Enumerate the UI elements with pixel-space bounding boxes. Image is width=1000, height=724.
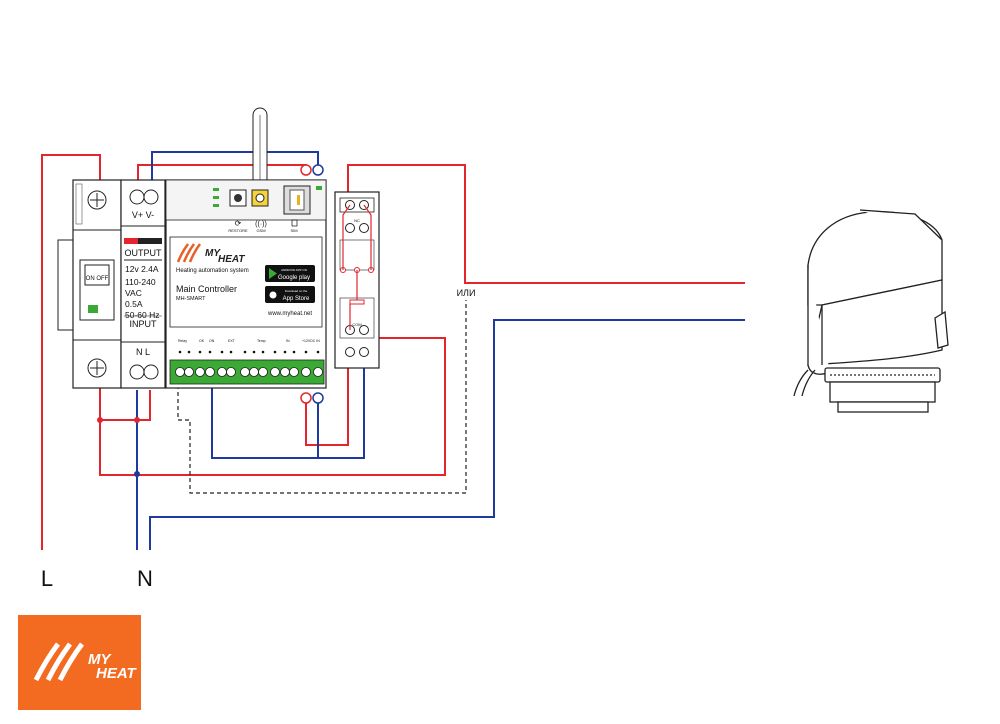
controller-subtitle: Heating automation system (176, 268, 249, 274)
term-temp: Temp (257, 339, 266, 343)
gsm-icon: ((·)) (255, 221, 267, 228)
psu-vminus-wire (151, 151, 319, 190)
terminal-screws (175, 367, 323, 377)
l-label: L (41, 566, 53, 591)
controller-website: www.myheat.net (267, 311, 312, 317)
psu-vplus-vminus: V+ V- (132, 210, 154, 220)
controller-title: Main Controller (176, 284, 237, 294)
breaker-switch-label: ON OFF (86, 276, 109, 282)
psu-spec-0: 12v 2.4A (125, 264, 159, 274)
term-ext: EXT (228, 339, 236, 343)
brand-logo: MY HEAT (176, 243, 245, 265)
app-store-badge[interactable]: Download on the App Store (265, 286, 315, 303)
term-12vdc: +12VDC IN (302, 339, 320, 343)
n-branch-wire (149, 319, 745, 550)
logo-text-top: MY (88, 651, 112, 668)
wires (41, 151, 745, 550)
psu-nl-label: N L (136, 347, 150, 357)
relay-module: NC COM (334, 191, 380, 369)
thermal-actuator (793, 209, 949, 413)
term-ok: OK (199, 339, 205, 343)
google-play-text: Google play (278, 275, 310, 281)
sim-label: SIM (290, 228, 297, 233)
gsm-label: GSM (256, 228, 265, 233)
myheat-logo: MY HEAT (18, 615, 141, 710)
relay-out-wire (347, 164, 745, 284)
apple-icon (269, 291, 277, 299)
relay-com-label: COM (352, 322, 361, 327)
relay-nc-label: NC (354, 218, 360, 223)
power-supply: V+ V- OUTPUT 12v 2.4A 110-240 VAC 0.5A 5… (120, 179, 166, 389)
app-store-text: App Store (283, 296, 310, 302)
psu-spec-1: 110-240 (125, 277, 156, 287)
sim-icon (291, 219, 298, 227)
coil-blue-wire-2 (318, 355, 365, 459)
restore-icon: ⟳ (235, 219, 242, 228)
main-controller: RESTORE ⟳ GSM ((·)) SIM MY HEAT Heating … (165, 107, 327, 389)
controller-model: MH-SMART (176, 296, 206, 302)
psu-output-label: OUTPUT (125, 248, 163, 258)
term-relay: Relay (178, 339, 187, 343)
psu-spec-4: 50-60 Hz (125, 310, 160, 320)
restore-label: RESTORE (228, 228, 248, 233)
phase-to-relay-wire (99, 337, 446, 476)
psu-spec-3: 0.5A (125, 299, 143, 309)
breaker-indicator (88, 305, 98, 313)
dc-connector-top (300, 164, 324, 176)
logo-text-bottom: HEAT (96, 665, 138, 682)
breaker-switch[interactable] (84, 264, 110, 286)
brand-text-heat: HEAT (218, 254, 245, 265)
psu-spec-2: VAC (125, 288, 142, 298)
terminal-dots (178, 350, 320, 354)
coil-red-wire (305, 355, 349, 446)
app-store-top: Download on the (285, 289, 308, 293)
dc-connector-bottom (300, 392, 324, 404)
breaker-out-wire (99, 385, 151, 421)
google-play-top: ANDROID APP ON (281, 268, 307, 272)
junctions (97, 417, 140, 477)
dashed-alt-wire (177, 300, 467, 494)
brand-text: MY (205, 248, 221, 259)
n-label: N (137, 566, 153, 591)
google-play-badge[interactable]: ANDROID APP ON Google play (265, 265, 315, 282)
circuit-breaker: ON OFF (57, 179, 122, 389)
psu-input-label: INPUT (130, 319, 158, 329)
coil-blue-wire (211, 382, 319, 459)
term-in: IN (286, 339, 290, 343)
or-label: ИЛИ (457, 288, 476, 298)
terminal-labels: Relay OK ON EXT Temp IN +12VDC IN (178, 339, 320, 343)
term-on: ON (209, 339, 215, 343)
l-feed-wire (41, 154, 101, 550)
psu-indicator (124, 238, 138, 244)
